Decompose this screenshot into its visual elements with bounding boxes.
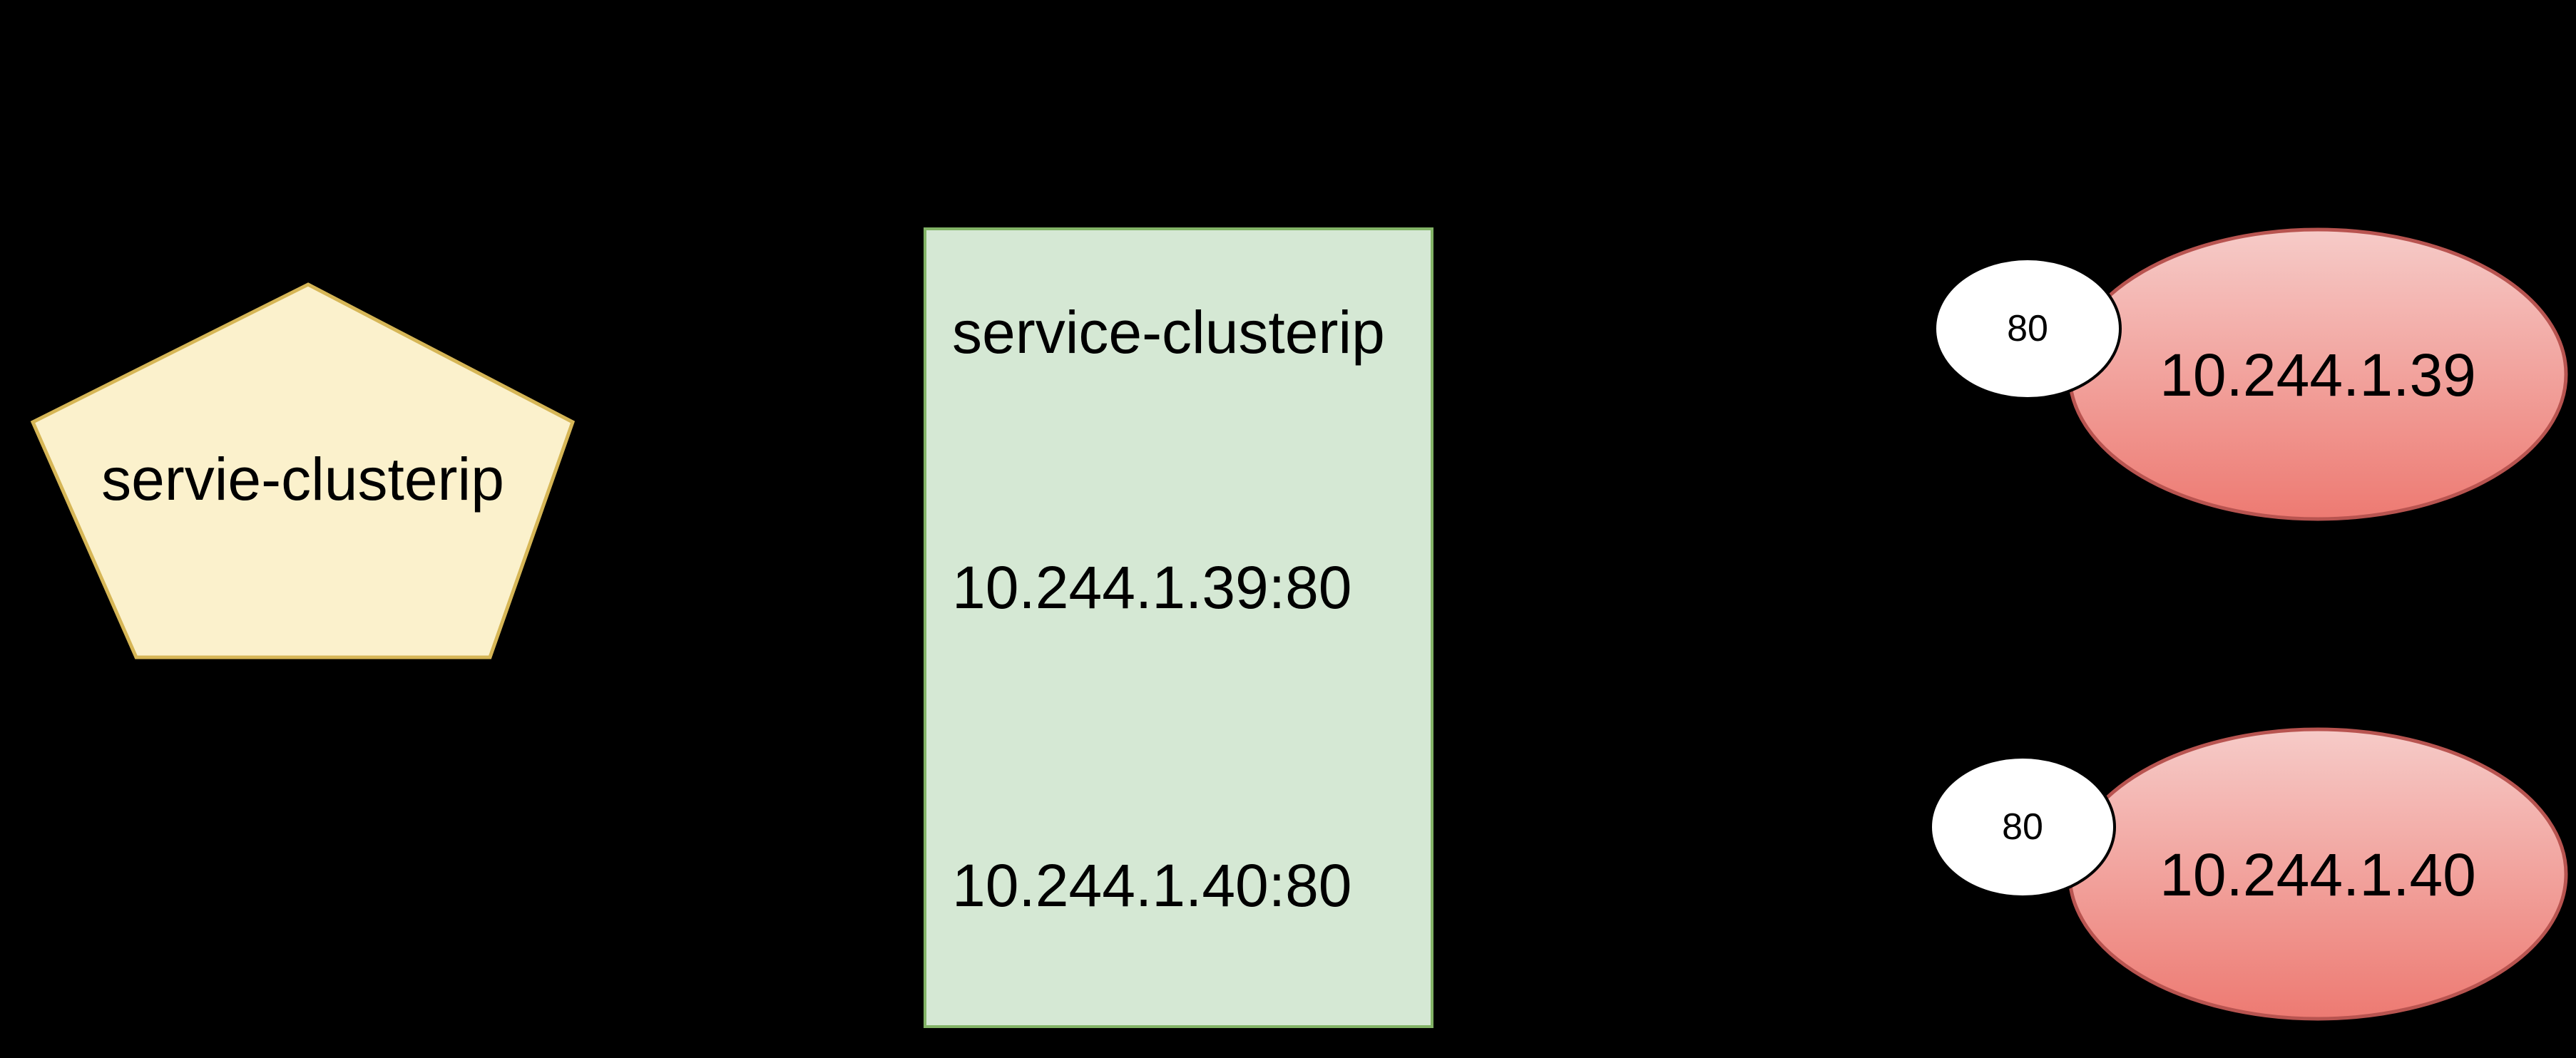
pod-port-label-2: 80 — [2002, 806, 2043, 848]
endpoint-entry-1: 10.244.1.39:80 — [952, 554, 1352, 621]
pod-port-label-1: 80 — [2007, 308, 2048, 349]
endpoints-box-shape — [924, 227, 1433, 1028]
pod-ip-label-2: 10.244.1.40 — [2160, 841, 2476, 908]
pod-ip-label-1: 10.244.1.39 — [2160, 341, 2476, 409]
endpoints-box-title: service-clusterip — [952, 299, 1385, 366]
port-circle-2 — [1929, 756, 2116, 898]
endpoint-entry-2: 10.244.1.40:80 — [952, 852, 1352, 919]
service-pentagon-label: servie-clusterip — [101, 445, 504, 513]
port-circle-1 — [1933, 257, 2122, 400]
service-pentagon-shape — [30, 282, 576, 659]
